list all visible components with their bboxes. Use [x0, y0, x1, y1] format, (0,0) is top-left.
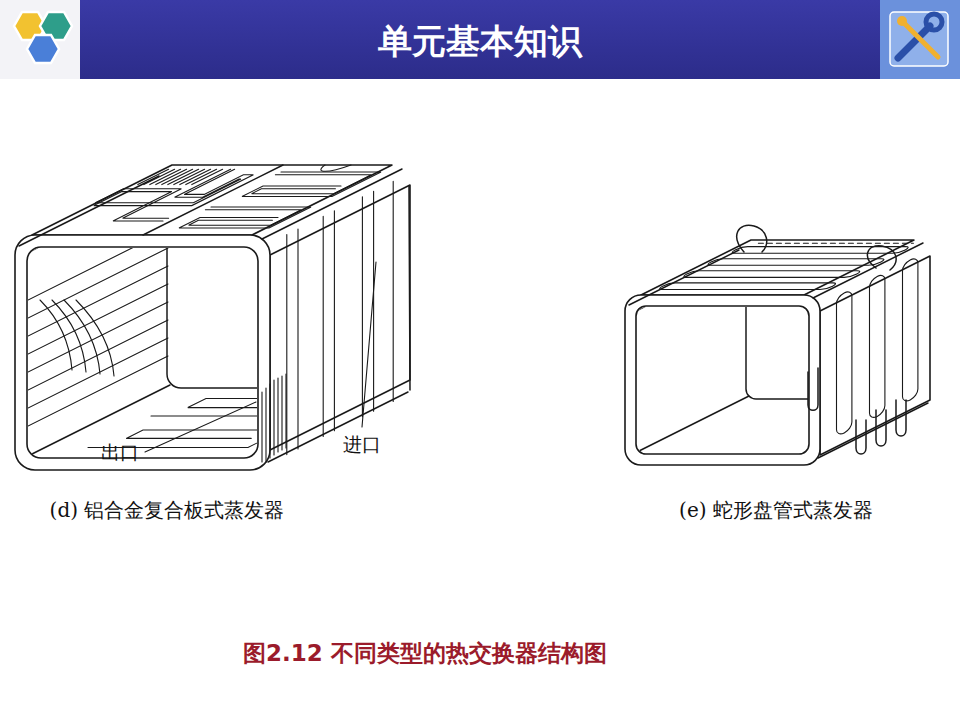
inlet-label: 进口	[343, 432, 381, 458]
coil-evaporator-drawing	[625, 225, 930, 465]
hexagon-logo	[27, 35, 59, 63]
plate-evaporator-drawing	[167, 248, 257, 388]
wrench-icon	[905, 24, 938, 57]
coil-evaporator-drawing	[856, 400, 906, 454]
coil-evaporator-drawing	[737, 225, 767, 252]
coil-evaporator-drawing	[656, 243, 918, 289]
wrench-icon	[897, 16, 907, 26]
plate-evaporator-drawing	[19, 169, 410, 462]
plate-evaporator-drawing	[28, 248, 168, 426]
plate-evaporator-drawing	[65, 169, 267, 218]
plate-evaporator-drawing	[15, 165, 410, 470]
header-bar	[0, 0, 960, 79]
coil-evaporator-drawing	[867, 246, 896, 270]
coil-evaporator-drawing	[629, 243, 928, 458]
plate-evaporator-drawing	[63, 169, 267, 221]
sub-caption: (e) 蛇形盘管式蒸发器	[679, 497, 873, 524]
plate-evaporator-drawing	[15, 235, 270, 470]
plate-evaporator-drawing	[28, 248, 257, 455]
plate-evaporator-drawing	[31, 165, 395, 235]
figure-caption: 图2.12 不同类型的热交换器结构图	[243, 638, 607, 669]
plate-evaporator-drawing	[169, 172, 381, 228]
coil-evaporator-drawing	[870, 273, 885, 421]
plate-evaporator-drawing	[287, 181, 393, 454]
plate-evaporator-drawing	[312, 165, 351, 171]
coil-evaporator-drawing	[704, 259, 887, 266]
header-bar	[0, 0, 80, 79]
outlet-label: 出口	[101, 440, 139, 466]
sub-caption: (d) 铝合金复合板式蒸发器	[50, 497, 285, 524]
header-bar	[0, 0, 960, 79]
coil-evaporator-drawing	[656, 283, 839, 290]
hexagon-logo	[14, 12, 72, 63]
wrench-icon	[890, 12, 948, 66]
plate-evaporator-drawing	[29, 248, 257, 455]
coil-evaporator-drawing	[808, 368, 818, 410]
wrench-icon	[890, 12, 948, 66]
coil-evaporator-drawing	[638, 307, 808, 451]
coil-evaporator-drawing	[680, 271, 863, 278]
coil-evaporator-drawing	[638, 307, 808, 451]
coil-evaporator-drawing	[636, 306, 809, 454]
plate-evaporator-drawing	[40, 300, 114, 376]
wrench-icon	[926, 14, 942, 30]
plate-evaporator-drawing	[138, 169, 223, 184]
coil-evaporator-drawing	[729, 247, 912, 254]
coil-evaporator-drawing	[837, 289, 852, 437]
plate-evaporator-drawing	[287, 181, 393, 454]
header-bar	[880, 0, 960, 79]
plate-evaporator-drawing	[143, 165, 283, 235]
coil-evaporator-drawing	[758, 243, 913, 244]
plate-evaporator-drawing	[262, 374, 286, 462]
plate-evaporator-drawing	[175, 175, 372, 225]
slide-title: 单元基本知识	[378, 19, 582, 65]
coil-evaporator-drawing	[625, 295, 820, 465]
coil-evaporator-drawing	[746, 307, 808, 399]
plate-evaporator-drawing	[145, 402, 256, 452]
coil-evaporator-drawing	[903, 256, 918, 404]
plate-evaporator-drawing	[362, 262, 376, 427]
